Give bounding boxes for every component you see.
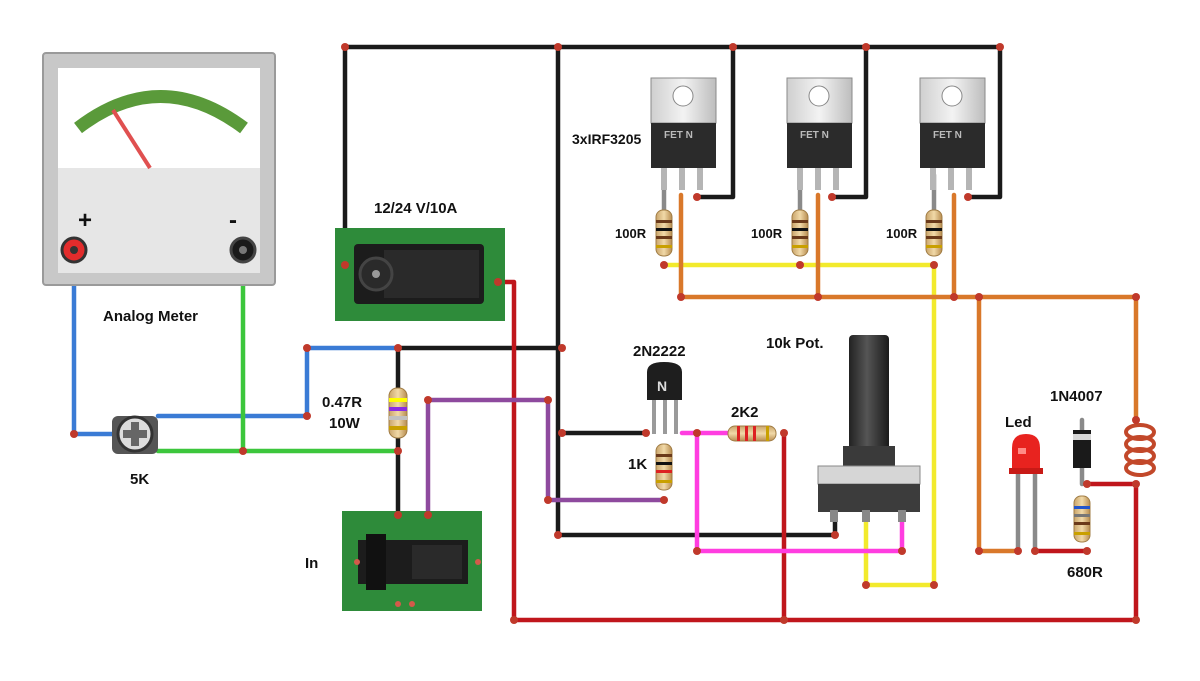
- wire-magenta: [679, 430, 905, 554]
- transistor-2n2222: N: [647, 362, 682, 434]
- meter-scale-arc: [74, 90, 248, 134]
- wire-red: [495, 279, 1139, 623]
- resistor-2k2-label: 2K2: [731, 404, 759, 421]
- resistor-680r: [1073, 495, 1091, 543]
- mosfet-3: FET N: [919, 77, 986, 190]
- dc-jack-board: [335, 228, 505, 321]
- gate-resistor-3-label: 100R: [886, 226, 918, 241]
- shunt-power-label: 10W: [329, 415, 361, 432]
- pot-label: 10k Pot.: [766, 335, 824, 352]
- wire-orange: [678, 192, 1139, 554]
- lead-led: [1015, 467, 1038, 554]
- led: [1009, 434, 1043, 474]
- fet-2-text: FET N: [800, 130, 829, 141]
- mosfet-1: FET N: [650, 77, 717, 190]
- resistor-1k-label: 1K: [628, 456, 647, 473]
- junction-dots: [70, 43, 1140, 624]
- gate-resistor-3: [925, 209, 943, 257]
- trimmer-5k[interactable]: [112, 415, 158, 454]
- input-jack-board: [342, 511, 482, 611]
- svg-text:N: N: [657, 378, 667, 394]
- gate-resistor-1: [655, 209, 673, 257]
- gate-resistor-2: [791, 209, 809, 257]
- analog-meter: + -: [42, 52, 276, 286]
- led-label: Led: [1005, 414, 1032, 431]
- supply-label: 12/24 V/10A: [374, 200, 458, 217]
- transistor-label: 2N2222: [633, 343, 686, 360]
- potentiometer-10k[interactable]: [817, 335, 921, 522]
- resistor-2k2: [727, 425, 777, 442]
- mosfet-2: FET N: [786, 77, 853, 190]
- trimmer-label: 5K: [130, 471, 149, 488]
- diode-label: 1N4007: [1050, 388, 1103, 405]
- mosfets-label: 3xIRF3205: [572, 131, 641, 147]
- resistor-1k: [655, 443, 673, 491]
- meter-label: Analog Meter: [103, 308, 198, 325]
- fet-1-text: FET N: [664, 130, 693, 141]
- wire-black-top-bus: [342, 44, 1003, 538]
- meter-plus-label: +: [78, 207, 92, 234]
- resistor-680r-label: 680R: [1067, 564, 1103, 581]
- fet-3-text: FET N: [933, 130, 962, 141]
- diode-1n4007: [1073, 430, 1091, 468]
- gate-resistor-2-label: 100R: [751, 226, 783, 241]
- shunt-resistor: [388, 387, 408, 439]
- coil: [1124, 423, 1156, 477]
- gate-resistor-1-label: 100R: [615, 226, 647, 241]
- meter-needle: [111, 108, 152, 170]
- wires: [71, 44, 1139, 623]
- shunt-value-label: 0.47R: [322, 394, 362, 411]
- meter-minus-label: -: [229, 207, 237, 234]
- input-label: In: [305, 555, 318, 572]
